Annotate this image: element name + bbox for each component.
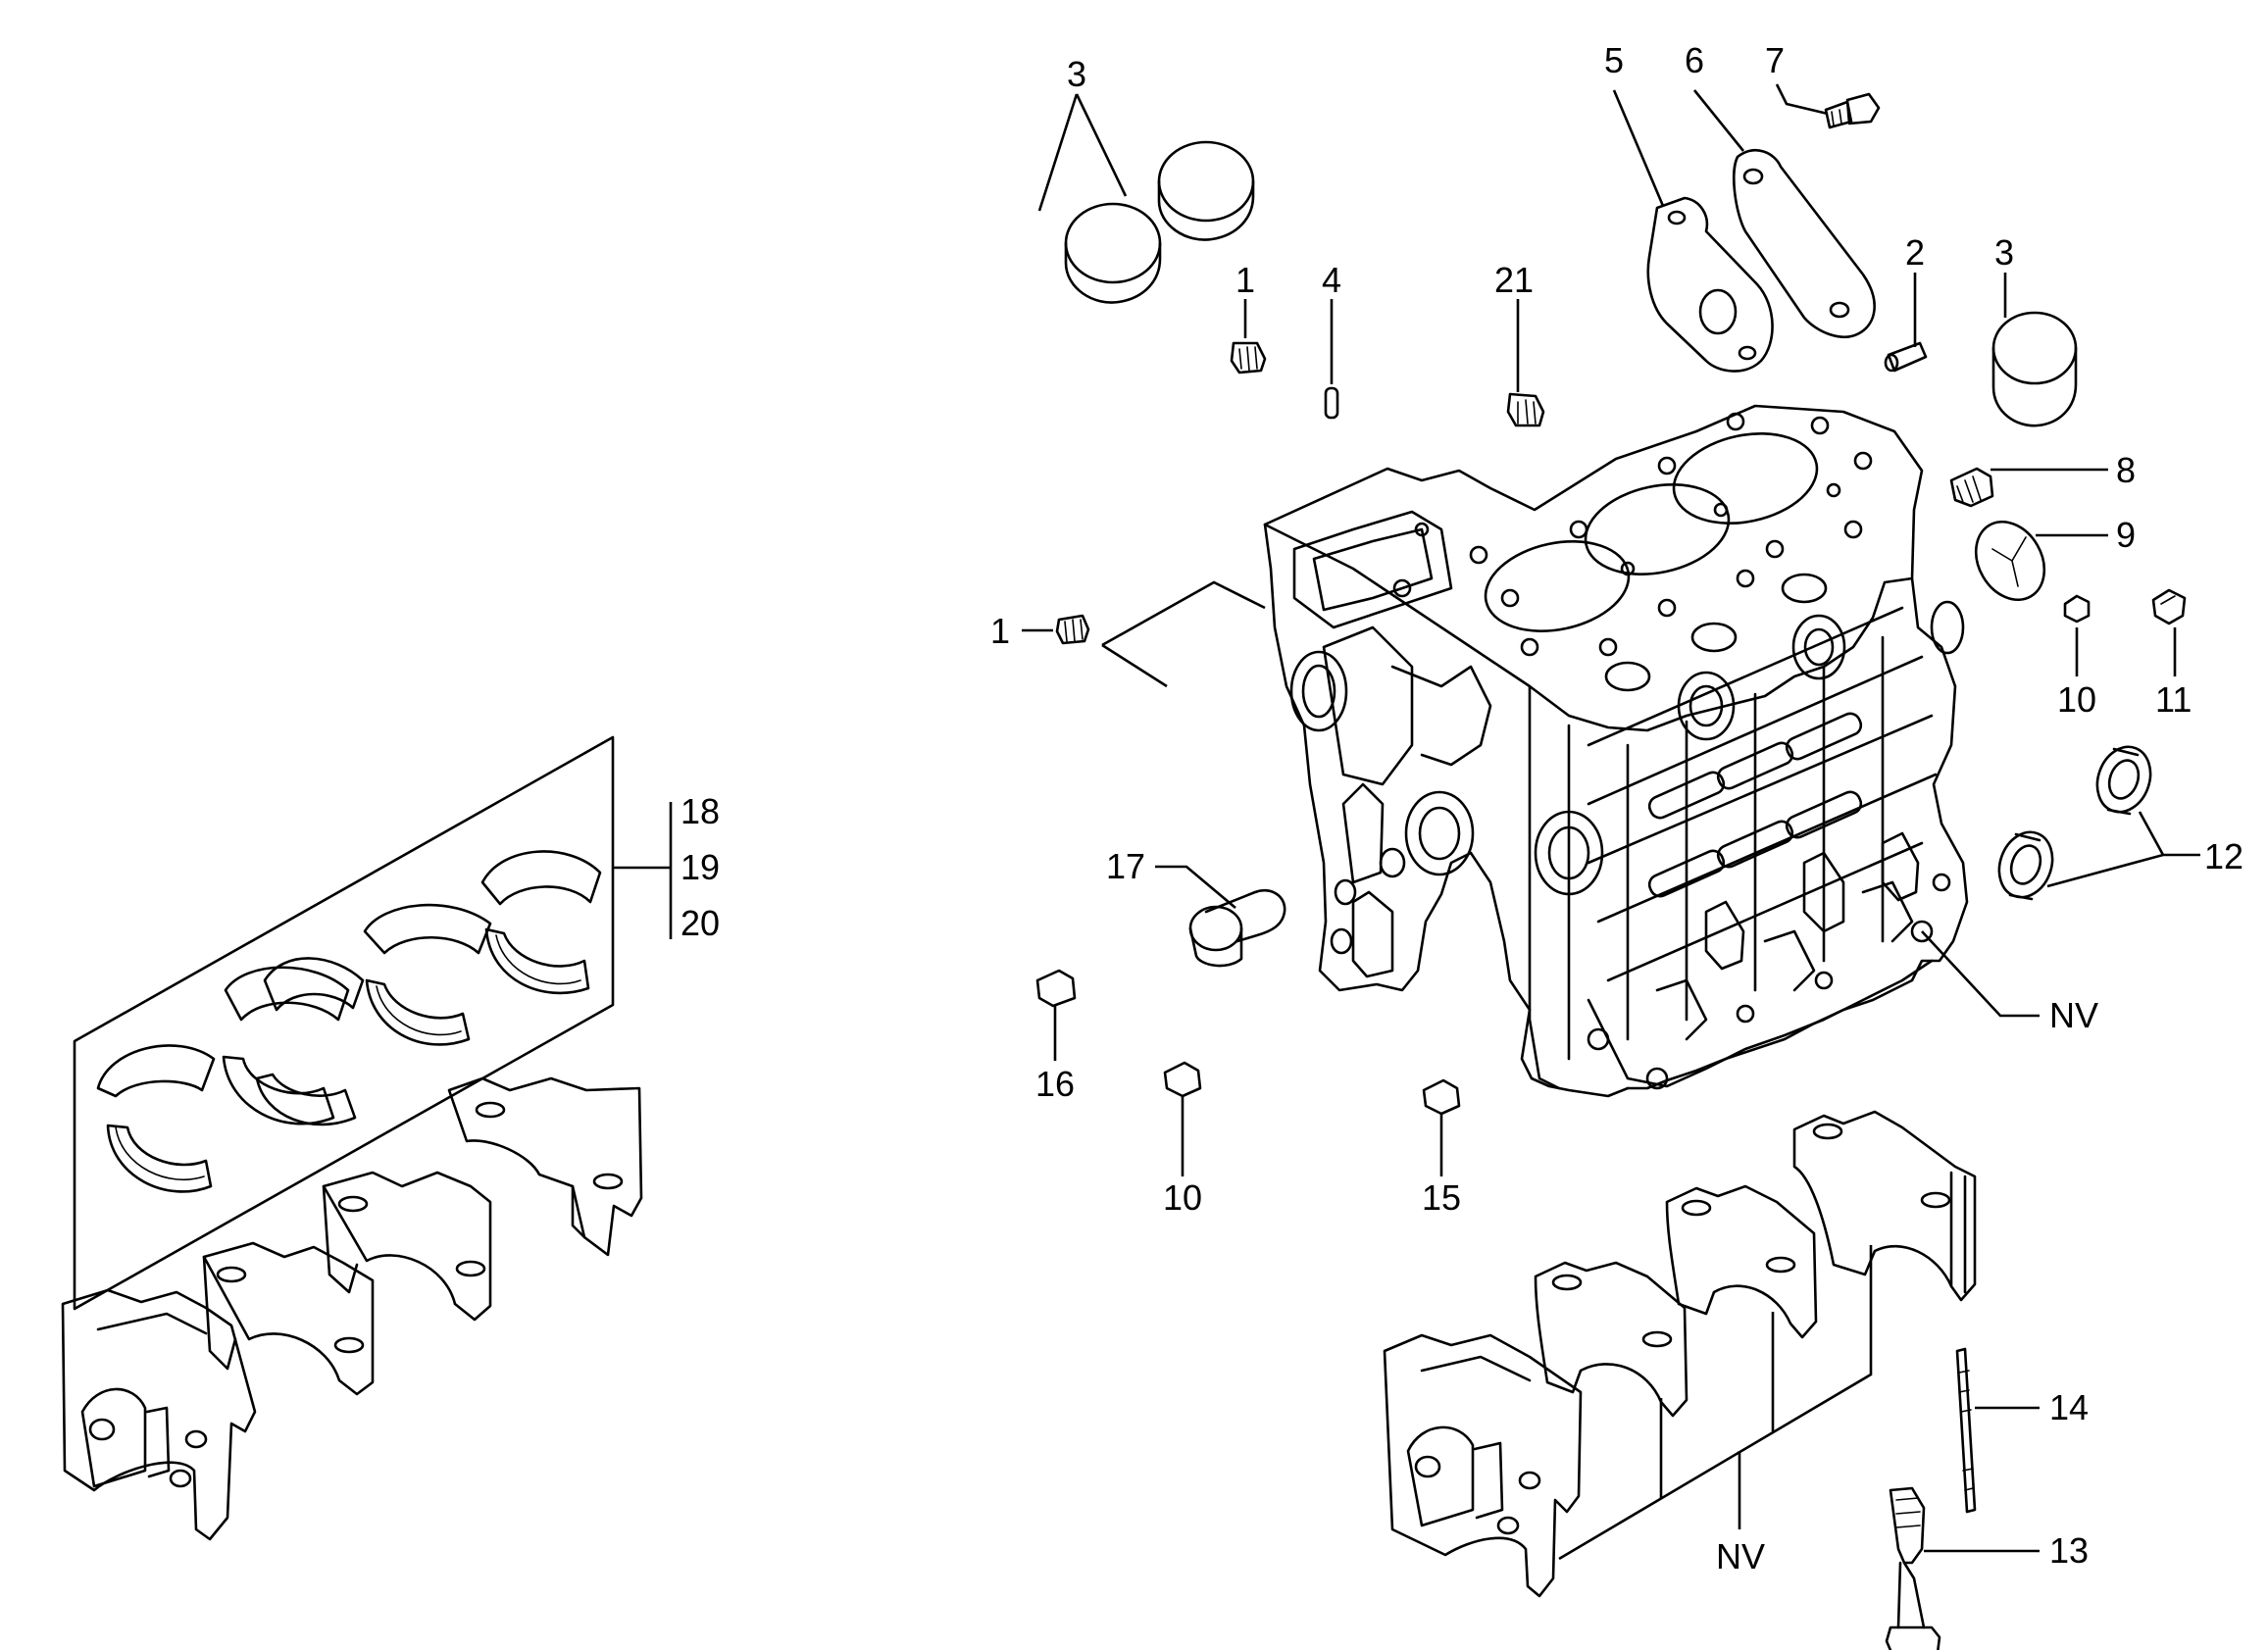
main-bearing-caps-left — [61, 1076, 643, 1541]
callout-14: 14 — [2049, 1387, 2089, 1427]
bearing-shell-pair — [363, 903, 492, 1046]
bearing-shell-pair — [96, 1044, 216, 1193]
dowel-pin-4 — [1324, 386, 1339, 420]
stud-14 — [1955, 1347, 1977, 1514]
callout-9: 9 — [2116, 515, 2136, 555]
callout-1-left: 1 — [990, 611, 1010, 651]
thrust-bearing-shell-pair — [222, 957, 365, 1126]
plug-1-left — [1055, 614, 1090, 645]
main-bearing-shells — [96, 850, 602, 1193]
plug-17 — [1188, 889, 1286, 968]
callout-labels: 3 1 4 21 5 6 7 2 3 8 9 10 11 12 1 17 16 … — [680, 40, 2243, 1576]
callout-20: 20 — [680, 903, 720, 943]
callout-10-right: 10 — [2057, 679, 2096, 720]
callout-21: 21 — [1494, 260, 1534, 300]
plug-10-bottom — [1163, 1061, 1202, 1098]
callout-6: 6 — [1685, 40, 1704, 80]
plug-21 — [1506, 392, 1545, 427]
callout-16: 16 — [1035, 1064, 1075, 1104]
bearing-cap — [322, 1171, 492, 1322]
callout-13: 13 — [2049, 1530, 2089, 1571]
callout-12: 12 — [2204, 836, 2243, 876]
callout-3-right: 3 — [1994, 232, 2014, 273]
plug-8 — [1949, 467, 1994, 508]
cover-plate-6 — [1732, 149, 1876, 338]
callout-17: 17 — [1106, 846, 1145, 886]
pin-2 — [1884, 341, 1928, 373]
callout-11: 11 — [2155, 679, 2192, 720]
plug-1-top — [1230, 341, 1267, 375]
callout-15: 15 — [1422, 1177, 1461, 1218]
callout-7: 7 — [1765, 40, 1785, 80]
plug-15 — [1422, 1078, 1461, 1116]
bearing-cap — [447, 1076, 643, 1257]
callout-2: 2 — [1905, 232, 1925, 273]
bearing-cap — [1665, 1184, 1818, 1339]
core-plug-3-right — [1991, 311, 2078, 427]
callout-nv-caps: NV — [1716, 1536, 1765, 1576]
callout-4: 4 — [1322, 260, 1341, 300]
bearing-shell-pair — [480, 850, 602, 995]
plug-16 — [1035, 969, 1077, 1008]
callout-18: 18 — [680, 791, 720, 831]
bolt-7 — [1824, 92, 1881, 129]
plug-11 — [2151, 588, 2187, 625]
expansion-plug-9 — [1974, 520, 2046, 602]
bearing-cap — [1383, 1333, 1583, 1598]
bearing-cap — [1792, 1110, 1977, 1302]
cylinder-block — [1263, 404, 1969, 1098]
callout-8: 8 — [2116, 450, 2136, 490]
callout-19: 19 — [680, 847, 720, 887]
callout-1-top: 1 — [1235, 260, 1255, 300]
callout-3-pair: 3 — [1067, 54, 1086, 94]
gasket-5 — [1646, 196, 1774, 373]
core-plugs-pair — [1064, 140, 1255, 304]
oil-seal-12-lower — [1997, 830, 2054, 901]
oil-seal-12-upper — [2095, 745, 2152, 816]
callout-5: 5 — [1604, 40, 1624, 80]
plug-10-right — [2063, 594, 2091, 624]
bearing-cap — [61, 1288, 257, 1541]
bearing-cap — [1534, 1261, 1688, 1418]
callout-10-bottom: 10 — [1163, 1177, 1202, 1218]
bearing-cap — [202, 1241, 375, 1396]
callout-nv-block: NV — [2049, 995, 2098, 1035]
main-bearing-caps-nv — [1383, 1110, 1977, 1598]
bearing-shell-frame — [73, 735, 673, 1311]
bolt-13 — [1885, 1486, 1941, 1650]
leader-lines — [1022, 83, 2200, 1561]
